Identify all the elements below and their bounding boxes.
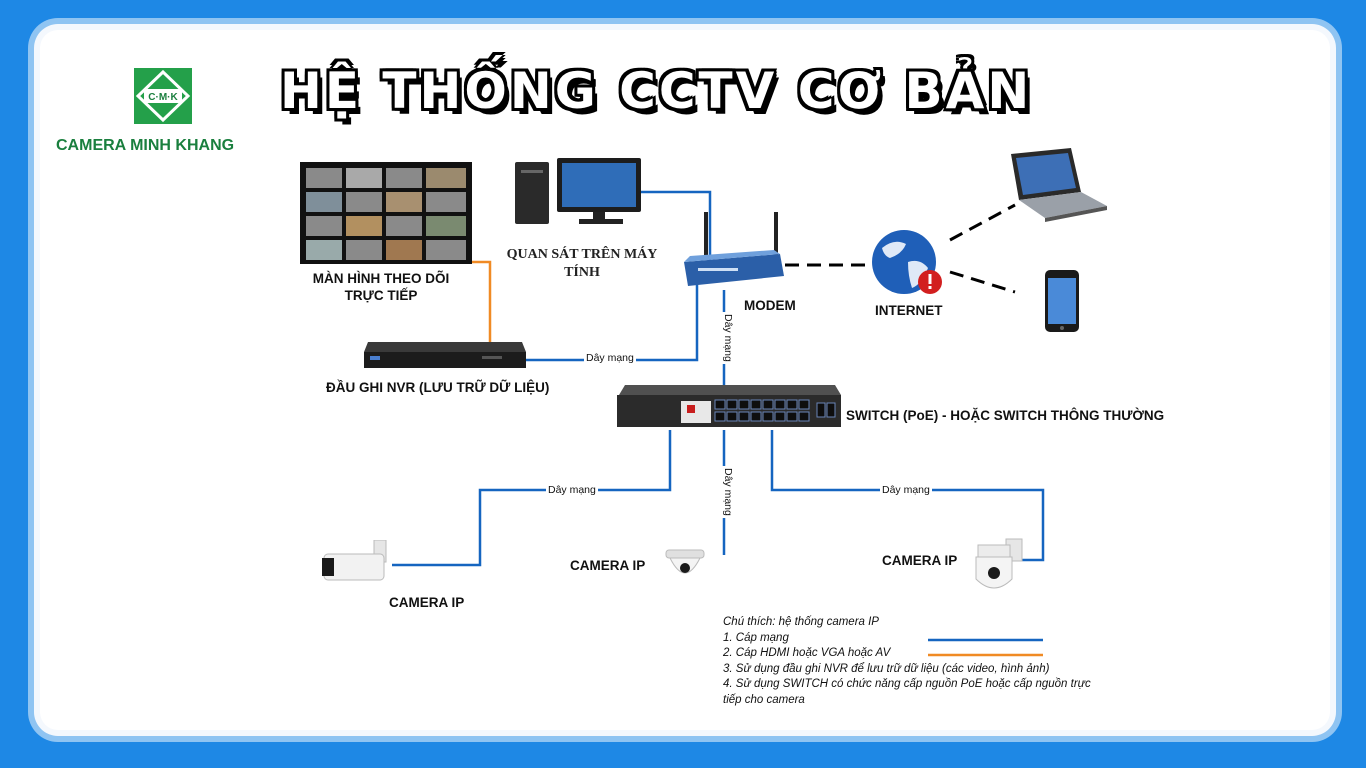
internet-label: INTERNET (875, 303, 943, 318)
modem-icon (684, 212, 784, 286)
network-cable-switch-cam-right (770, 430, 1045, 562)
legend-item: 3. Sử dụng đầu ghi NVR để lưu trữ dữ liệ… (723, 662, 1050, 675)
monitor-label: MÀN HÌNH THEO DÕI TRỰC TIẾP (312, 271, 450, 303)
legend-item: 2. Cáp HDMI hoặc VGA hoặc AV (723, 647, 891, 659)
hdmi-cable-monitor-nvr (470, 260, 492, 345)
legend: Chú thích: hệ thống camera IP 1. Cáp mạn… (723, 615, 1091, 708)
internet-link-laptop (949, 203, 1016, 242)
network-cable-switch-cam-left (392, 430, 672, 567)
smartphone-icon (1045, 270, 1079, 332)
monitor-icon (300, 162, 472, 264)
dome-camera-icon (665, 549, 705, 574)
nvr-recorder-icon (364, 342, 526, 368)
camera-center-label: CAMERA IP (570, 558, 646, 573)
diagram-canvas (40, 30, 1330, 730)
logo-diamond-icon: C·M·K (135, 69, 191, 123)
legend-item: 4. Sử dụng SWITCH có chức năng cấp nguồn… (723, 678, 1091, 690)
legend-item: tiếp cho camera (723, 693, 805, 706)
cable-label-switch-cam-center: Dây mạng (722, 466, 734, 518)
cable-label-switch-cam-right: Dây mạng (880, 484, 932, 496)
laptop-icon (1011, 148, 1107, 222)
computer-label: QUAN SÁT TRÊN MÁY TÍNH (506, 247, 658, 280)
legend-title: Chú thích: hệ thống camera IP (723, 616, 879, 628)
camera-left-label: CAMERA IP (389, 595, 465, 610)
modem-label: MODEM (744, 298, 796, 313)
cable-label-modem-switch: Dây mạng (722, 312, 734, 364)
globe-icon (872, 230, 942, 294)
legend-item: 1. Cáp mạng (723, 631, 789, 644)
diagram-title: HỆ THỐNG CCTV CƠ BẢN (280, 62, 1033, 120)
poe-switch-icon (617, 385, 841, 427)
network-cable-nvr-modem (525, 285, 699, 362)
bullet-camera-icon (322, 540, 387, 581)
cable-label-switch-cam-left: Dây mạng (546, 484, 598, 496)
ptz-camera-icon (975, 538, 1023, 589)
internet-link-phone (949, 270, 1016, 294)
brand-logo: C·M·K (134, 68, 192, 124)
network-cable-pc-modem (640, 190, 712, 262)
nvr-label: ĐẦU GHI NVR (LƯU TRỮ DỮ LIỆU) (326, 380, 550, 395)
logo-text: C·M·K (148, 92, 178, 103)
computer-icon (515, 158, 641, 224)
camera-right-label: CAMERA IP (882, 553, 958, 568)
brand-name: CAMERA MINH KHANG (56, 137, 235, 154)
cable-label-nvr-modem: Dây mạng (584, 352, 636, 364)
switch-label: SWITCH (PoE) - HOẶC SWITCH THÔNG THƯỜNG (846, 408, 1165, 423)
